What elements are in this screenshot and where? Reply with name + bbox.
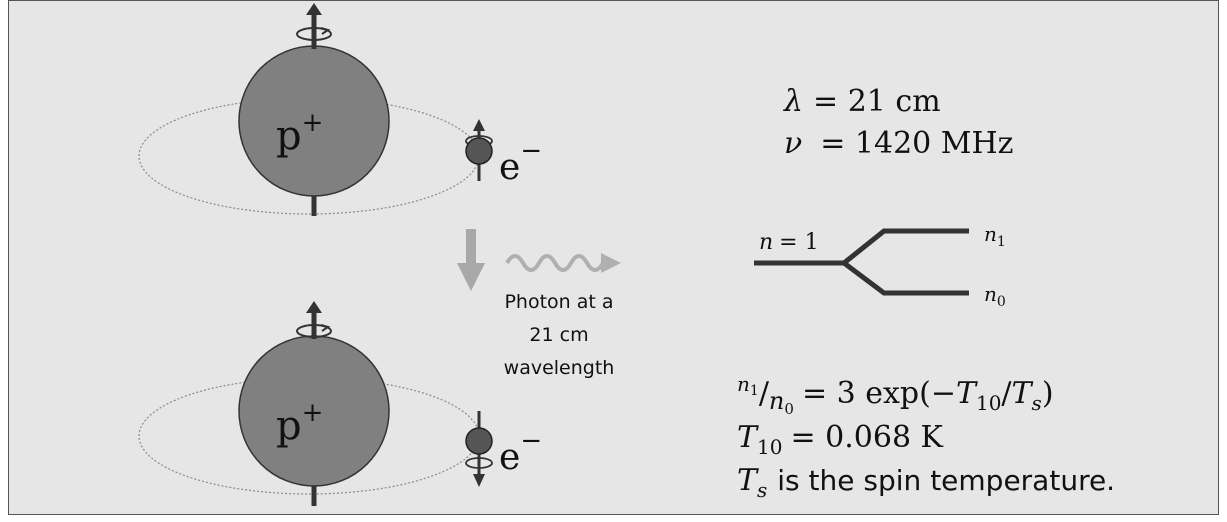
bottom-atom: p+ e−	[138, 301, 542, 506]
ratio-rhs-prefix: = 3 exp(−	[802, 376, 956, 411]
down-arrow-icon	[457, 229, 485, 291]
svg-text:p+: p+	[276, 398, 323, 449]
t10-symbol: T	[737, 420, 759, 455]
bottom-proton-label: p	[276, 403, 302, 449]
bottom-electron-charge: −	[520, 426, 542, 456]
ground-level-value: = 1	[779, 230, 818, 255]
svg-text:n0: n0	[984, 282, 1006, 310]
photon-wave-icon	[505, 254, 605, 272]
top-electron	[465, 137, 493, 165]
top-electron-arrowhead	[473, 119, 485, 131]
top-electron-charge: −	[520, 136, 542, 166]
photon-arrowhead	[601, 253, 621, 273]
lower-level-sub: 0	[997, 294, 1006, 310]
transition: Photon at a 21 cm wavelength	[457, 229, 621, 379]
svg-text:e−: e−	[499, 426, 542, 478]
ratio-rhs-T: T	[956, 376, 978, 411]
svg-text:T10= 0.068 K: T10 = 0.068 K	[737, 420, 944, 459]
bottom-electron	[465, 427, 493, 455]
ratio-num-sub: 1	[750, 383, 759, 399]
ts-sub: s	[757, 478, 767, 502]
energy-levels: n= 1 n1 n0	[754, 222, 1006, 310]
lambda-value: = 21 cm	[813, 84, 941, 119]
nu-symbol: ν	[784, 126, 802, 161]
svg-text:λ= 21 cm: λ = 21 cm	[783, 84, 941, 119]
upper-level-symbol: n	[984, 222, 997, 246]
top-atom: p+ e−	[138, 3, 542, 216]
ratio-rhs-close: )	[1042, 376, 1054, 411]
t10-sub: 10	[757, 435, 782, 459]
ratio-rhs-Ts-sub: s	[1032, 391, 1042, 415]
level-split-lines	[754, 228, 969, 296]
bottom-proton-spin-icon	[296, 324, 332, 338]
hydrogen-21cm-diagram: p+ e− Photon at a 21 cm wavelength p+	[138, 3, 1115, 506]
ts-symbol: T	[737, 463, 759, 498]
photon-caption-line3: wavelength	[504, 357, 615, 379]
top-electron-label: e	[499, 147, 520, 188]
svg-text:n= 1: n= 1	[759, 230, 819, 255]
upper-level-sub: 1	[997, 234, 1006, 250]
svg-text:p+: p+	[276, 108, 323, 159]
lambda-symbol: λ	[783, 84, 803, 119]
svg-text:ν= 1420 MHz: ν = 1420 MHz	[784, 126, 1014, 161]
lower-level-symbol: n	[984, 282, 997, 306]
ratio-den: n	[769, 387, 784, 415]
ratio-num: n	[737, 372, 750, 396]
t10-value: = 0.068 K	[790, 420, 943, 455]
top-proton-label: p	[276, 113, 302, 159]
ratio-rhs-T-sub: 10	[976, 391, 1001, 415]
ratio-den-sub: 0	[784, 400, 794, 418]
ratio-rhs-slash: /	[1001, 376, 1012, 411]
nu-value: = 1420 MHz	[820, 126, 1013, 161]
ratio-rhs-Ts: T	[1012, 376, 1034, 411]
photon-caption-line2: 21 cm	[529, 324, 588, 346]
ground-level-symbol: n	[759, 230, 773, 255]
top-proton-spin-icon	[296, 27, 332, 41]
top-proton-arrowhead	[306, 3, 322, 15]
svg-text:n1: n1	[984, 222, 1006, 250]
diagram-canvas: p+ e− Photon at a 21 cm wavelength p+	[8, 0, 1219, 515]
bottom-proton-arrowhead	[306, 301, 322, 313]
ts-text: is the spin temperature.	[777, 464, 1115, 497]
bottom-electron-label: e	[499, 437, 520, 478]
photon-caption-line1: Photon at a	[504, 291, 613, 313]
bottom-electron-arrowhead	[473, 474, 485, 487]
ratio-equation: n1/n0= 3 exp(−T10/Ts)	[737, 372, 1054, 418]
svg-text:e−: e−	[499, 136, 542, 188]
top-proton-charge: +	[302, 108, 324, 138]
bottom-proton-charge: +	[302, 398, 324, 428]
bottom-electron-spin-icon	[465, 457, 493, 469]
constants: λ = 21 cm ν = 1420 MHz	[783, 84, 1014, 161]
